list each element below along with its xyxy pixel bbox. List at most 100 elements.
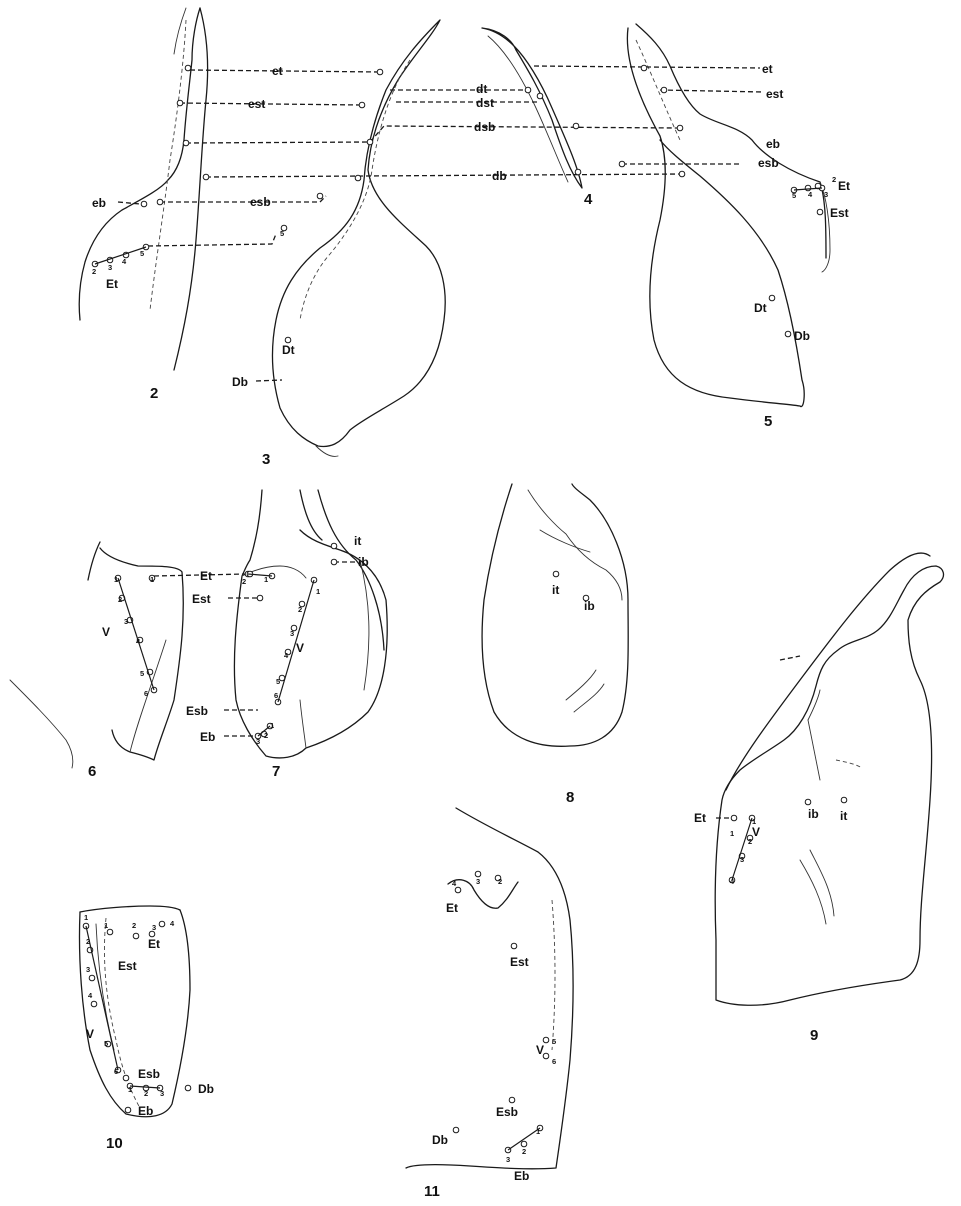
num-Et-5-fig3: 5	[280, 229, 284, 238]
num-Et-5-fig2: 5	[140, 249, 144, 258]
figure-number-9: 9	[810, 1027, 818, 1044]
trichobothrium-socket	[730, 814, 738, 822]
trichobothrium-socket	[542, 1036, 550, 1044]
trichobothrium-socket	[804, 798, 812, 806]
num-Eb2-fig10: 2	[144, 1089, 148, 1098]
trichobothria-series-connector	[129, 1085, 161, 1089]
num-V4-fig6: 4	[136, 637, 141, 646]
num-Et-4-fig2: 4	[122, 257, 127, 266]
num-V2-fig6: 2	[118, 595, 122, 604]
trichobothrium-socket	[552, 570, 560, 578]
trichobothrium-socket	[366, 138, 374, 146]
trichobothrium-socket	[90, 1000, 98, 1008]
num-V2-fig9: 2	[748, 837, 752, 846]
num-V4-fig10: 4	[88, 991, 93, 1000]
trichobothrium-socket	[572, 122, 580, 130]
fig-11-patella-outline	[405, 807, 574, 1170]
num-V1-fig7: 1	[316, 587, 320, 596]
trichobothrium-socket	[524, 86, 532, 94]
figure-number-8: 8	[566, 789, 574, 806]
label-Et-fig2: Et	[106, 277, 118, 291]
trichobothrium-socket	[660, 86, 668, 94]
label-dt: dt	[476, 82, 487, 96]
figure-number-2: 2	[150, 385, 158, 402]
trichobothria-series-connector	[277, 579, 315, 703]
label-Db-fig11: Db	[432, 1133, 448, 1147]
trichobothrium-socket	[176, 99, 184, 107]
num-Eb2-fig7: 2	[264, 731, 268, 740]
trichobothrium-socket	[676, 124, 684, 132]
label-esb-fig5: esb	[758, 156, 779, 170]
label-est-fig5: est	[766, 87, 783, 101]
label-Et-fig11: Et	[446, 901, 458, 915]
num-Et1-fig10: 1	[104, 921, 108, 930]
label-Eb-fig10: Eb	[138, 1104, 153, 1118]
num-Eb1-fig10: 1	[128, 1085, 132, 1094]
label-Eb-fig7: Eb	[200, 730, 215, 744]
trichobothrium-socket	[454, 886, 462, 894]
trichobothria-series-connector	[94, 246, 147, 265]
label-et-fig5: et	[762, 62, 773, 76]
num-V4-fig7: 4	[284, 651, 289, 660]
figure-number-10: 10	[106, 1135, 123, 1152]
trichobothrium-socket	[840, 796, 848, 804]
trichobothrium-socket	[354, 174, 362, 182]
num-V1-fig9: 1	[752, 817, 756, 826]
num-V2-fig10: 2	[86, 937, 90, 946]
trichobothrium-socket	[574, 168, 582, 176]
fig-7-patella-outline	[233, 489, 388, 759]
figure-numbers: 2 3 4 5 6 7 8 9 10 11	[88, 191, 818, 1200]
label-it-fig7: it	[354, 534, 361, 548]
figure-number-3: 3	[262, 451, 270, 468]
num-Et-4-fig5: 4	[808, 190, 813, 199]
trichobothrium-socket	[106, 928, 114, 936]
label-est: est	[248, 97, 265, 111]
num-Eb3-fig11: 3	[506, 1155, 510, 1164]
label-eb-fig5: eb	[766, 137, 780, 151]
trichobothrium-socket	[784, 330, 792, 338]
num-V5-fig6: 5	[140, 669, 144, 678]
num-V6-fig11: 6	[552, 1057, 556, 1066]
label-Et-fig10: Et	[148, 937, 160, 951]
trichobothrium-socket	[184, 64, 192, 72]
num-Eb1-fig7: 1	[270, 721, 274, 730]
label-Est-fig10: Est	[118, 959, 137, 973]
trichobothrium-socket	[640, 64, 648, 72]
trichobothria-series-connector	[793, 187, 823, 191]
num-V1-fig6: 1	[114, 575, 118, 584]
trichobothrium-socket	[148, 930, 156, 938]
num-V4-fig9: 4	[730, 877, 735, 886]
trichobothrium-socket	[290, 624, 298, 632]
label-esb: esb	[250, 195, 271, 209]
label-Est-fig5: Est	[830, 206, 849, 220]
label-ib-fig9: ib	[808, 807, 819, 821]
label-Esb-fig7: Esb	[186, 704, 208, 718]
num-Eb3-fig10: 3	[160, 1089, 164, 1098]
num-Eb1-fig11: 1	[536, 1127, 540, 1136]
figure-number-6: 6	[88, 763, 96, 780]
series-numbers: 2 3 4 5 5 5 4 3 2 1 2 3 4 5 6 1 2 1 1 2 …	[84, 175, 836, 1164]
label-et: et	[272, 64, 283, 78]
trichobothrium-socket	[202, 173, 210, 181]
label-Db-fig10: Db	[198, 1082, 214, 1096]
num-Et2-fig11: 2	[498, 877, 502, 886]
num-V6-fig6: 6	[144, 689, 148, 698]
label-Et-fig9: Et	[694, 811, 706, 825]
num-Et1-fig7: 1	[264, 575, 268, 584]
fig-3-chela-outline	[271, 19, 446, 457]
label-db: db	[492, 169, 507, 183]
trichobothrium-socket	[122, 1074, 130, 1082]
label-Esb-fig11: Esb	[496, 1105, 518, 1119]
trichobothrium-socket	[184, 1084, 192, 1092]
fig-6-patella-outline	[9, 541, 184, 769]
num-Et-2-fig2: 2	[92, 267, 96, 276]
trichobothrium-socket	[816, 208, 824, 216]
label-V-fig7: V	[296, 641, 304, 655]
labels: et est eb esb Et Dt Db dt dst dsb db et …	[86, 62, 850, 1183]
fig-8-patella-outline	[481, 483, 629, 747]
trichobothrium-socket	[158, 920, 166, 928]
label-Esb-fig10: Esb	[138, 1067, 160, 1081]
num-V6-fig10: 6	[114, 1067, 118, 1076]
num-Et1-fig6: 1	[150, 575, 154, 584]
trichobothrium-socket	[536, 92, 544, 100]
